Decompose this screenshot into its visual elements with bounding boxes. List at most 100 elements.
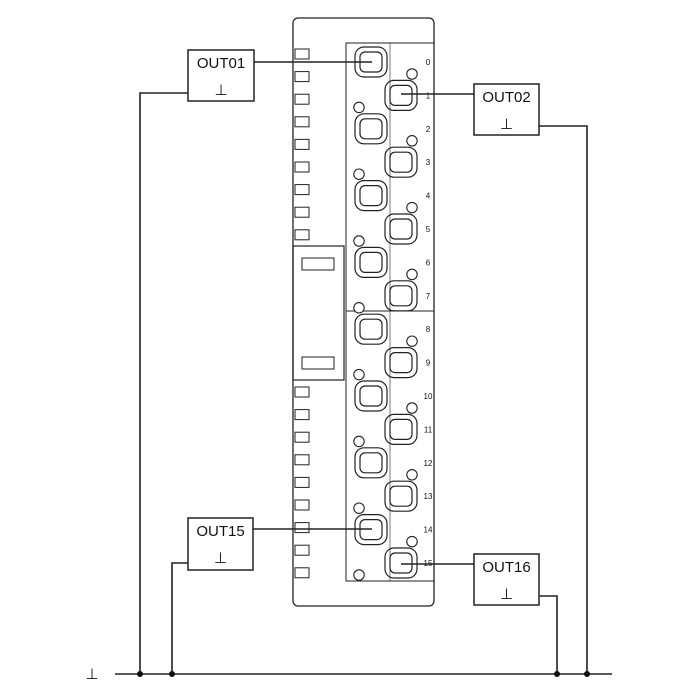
terminal-12[interactable]: 12 (354, 447, 433, 481)
wire-opening (389, 218, 413, 240)
out16-label: OUT16 (482, 559, 530, 576)
terminal-housing (354, 180, 388, 212)
terminal-number: 7 (426, 292, 431, 301)
out01-label: OUT01 (197, 55, 245, 72)
lever-housing (292, 245, 345, 381)
terminal-14[interactable]: 14 (354, 513, 433, 548)
terminal-1[interactable]: 1 (353, 79, 431, 114)
wire-opening (359, 318, 383, 340)
out15-ground-symbol: ⊥ (214, 550, 227, 567)
terminal-housing (384, 280, 418, 312)
release-hole[interactable] (353, 302, 365, 314)
terminal-housing (384, 480, 418, 512)
junction-dot (584, 671, 590, 677)
terminal-7[interactable]: 7 (353, 280, 431, 314)
terminal-10[interactable]: 10 (354, 380, 433, 414)
wire-opening (359, 452, 383, 474)
out02-ground-symbol: ⊥ (500, 116, 513, 133)
led-indicator (294, 48, 310, 60)
led-indicator (294, 522, 310, 534)
terminal-number: 6 (426, 258, 431, 267)
led-indicator (294, 206, 310, 218)
wire-opening (389, 418, 413, 440)
release-hole[interactable] (406, 335, 418, 347)
terminal-13[interactable]: 13 (353, 480, 433, 514)
release-hole[interactable] (406, 469, 418, 481)
bus-ground-symbol: ⊥ (85, 666, 98, 683)
wire-opening (389, 352, 413, 374)
terminal-number: 0 (426, 58, 431, 67)
release-hole[interactable] (353, 502, 365, 514)
out16-box: OUT16 ⊥ (473, 553, 540, 606)
terminal-4[interactable]: 4 (354, 180, 431, 214)
terminal-0[interactable]: 0 (354, 46, 431, 80)
led-indicator (294, 161, 310, 173)
led-indicator (294, 567, 310, 579)
terminal-number: 4 (426, 192, 431, 201)
terminal-housing (384, 213, 418, 245)
release-hole[interactable] (353, 168, 365, 180)
terminal-6[interactable]: 6 (354, 246, 431, 281)
terminal-housing (384, 547, 418, 579)
release-hole[interactable] (353, 101, 365, 114)
junction-dot (137, 671, 143, 677)
terminal-housing (384, 79, 418, 112)
out01-ground-symbol: ⊥ (214, 82, 227, 99)
terminal-housing (354, 313, 388, 345)
lever-slot-bottom (301, 356, 335, 370)
terminal-number: 14 (424, 526, 433, 535)
junction-dot (169, 671, 175, 677)
terminal-2[interactable]: 2 (354, 113, 431, 147)
terminal-number: 13 (424, 492, 433, 501)
terminal-number: 3 (426, 158, 431, 167)
led-indicator (294, 116, 310, 128)
out01-box: OUT01 ⊥ (187, 49, 255, 102)
wire-opening (389, 485, 413, 507)
terminal-housing (354, 380, 388, 412)
led-indicator (294, 71, 310, 83)
terminal-number: 10 (424, 392, 433, 401)
release-hole[interactable] (353, 235, 365, 247)
led-indicator (294, 184, 310, 196)
terminal-housing (354, 246, 388, 278)
led-indicator (294, 431, 310, 443)
led-indicator (294, 454, 310, 466)
release-hole[interactable] (406, 201, 418, 214)
release-hole[interactable] (406, 135, 418, 147)
release-hole[interactable] (353, 368, 365, 381)
terminal-housing (384, 146, 418, 178)
terminal-housing (354, 447, 388, 479)
junction-dot (554, 671, 560, 677)
release-hole[interactable] (353, 569, 365, 581)
terminal-5[interactable]: 5 (353, 213, 431, 247)
terminal-housing (354, 113, 388, 145)
led-indicator (294, 93, 310, 105)
terminal-9[interactable]: 9 (353, 347, 431, 381)
terminal-number: 11 (424, 425, 433, 434)
out02-box: OUT02 ⊥ (473, 83, 540, 136)
release-hole[interactable] (406, 68, 418, 80)
wire-out16-ground (539, 595, 558, 674)
terminal-8[interactable]: 8 (354, 313, 431, 347)
terminal-11[interactable]: 11 (353, 413, 433, 448)
out16-ground-symbol: ⊥ (500, 586, 513, 603)
release-hole[interactable] (406, 268, 418, 281)
wire-opening (389, 84, 413, 107)
led-indicator (294, 499, 310, 511)
led-indicator (294, 229, 310, 241)
out15-label: OUT15 (196, 523, 244, 540)
wire-out15-ground (171, 562, 188, 674)
release-hole[interactable] (406, 535, 418, 548)
terminal-number: 5 (426, 225, 431, 234)
terminal-housing (384, 347, 418, 379)
wire-opening (359, 185, 383, 207)
release-hole[interactable] (353, 435, 365, 448)
release-hole[interactable] (406, 402, 418, 414)
led-indicator (294, 138, 310, 150)
led-indicator (294, 409, 310, 421)
terminal-number: 1 (426, 91, 431, 100)
wire-out01-ground (139, 92, 188, 674)
terminal-number: 9 (426, 359, 431, 368)
wire-opening (389, 552, 413, 574)
terminal-3[interactable]: 3 (353, 146, 431, 180)
